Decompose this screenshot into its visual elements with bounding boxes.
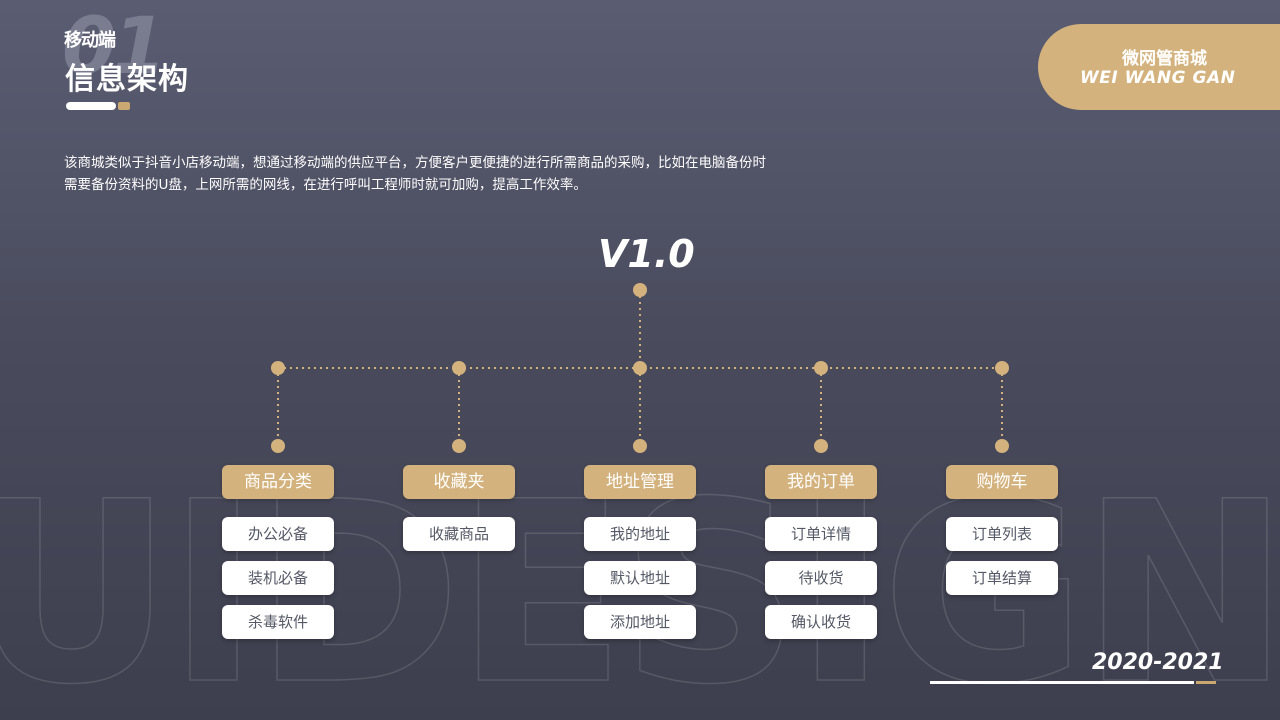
feature-node: 订单结算 <box>946 561 1058 595</box>
category-node: 商品分类 <box>222 465 334 499</box>
version-label: V1.0 <box>598 232 695 276</box>
connector-dot <box>814 361 828 375</box>
connector-dot <box>633 283 647 297</box>
footer-line-accent <box>1196 681 1216 684</box>
section-number: 01 <box>62 2 167 92</box>
feature-node: 添加地址 <box>584 605 696 639</box>
feature-node: 收藏商品 <box>403 517 515 551</box>
connector-dot <box>995 361 1009 375</box>
feature-node: 订单列表 <box>946 517 1058 551</box>
connector-dot <box>633 439 647 453</box>
feature-node: 装机必备 <box>222 561 334 595</box>
description-line: 该商城类似于抖音小店移动端，想通过移动端的供应平台，方便客户更便捷的进行所需商品… <box>64 155 766 171</box>
description: 该商城类似于抖音小店移动端，想通过移动端的供应平台，方便客户更便捷的进行所需商品… <box>64 152 894 196</box>
title-underline <box>66 102 116 110</box>
feature-node: 我的地址 <box>584 517 696 551</box>
feature-node: 杀毒软件 <box>222 605 334 639</box>
connector-dot <box>271 361 285 375</box>
brand-name-en: WEI WANG GAN <box>1080 68 1236 88</box>
connector-dot <box>633 361 647 375</box>
feature-node: 默认地址 <box>584 561 696 595</box>
connector-dot <box>271 439 285 453</box>
year-range: 2020-2021 <box>1092 650 1224 675</box>
feature-node: 办公必备 <box>222 517 334 551</box>
brand-badge <box>1038 24 1280 110</box>
feature-node: 待收货 <box>765 561 877 595</box>
feature-node: 订单详情 <box>765 517 877 551</box>
connector-dot <box>452 439 466 453</box>
category-node: 购物车 <box>946 465 1058 499</box>
connector-dot <box>814 439 828 453</box>
brand-name-cn: 微网管商城 <box>1122 49 1207 69</box>
title-underline-accent <box>118 102 130 110</box>
connector-dot <box>995 439 1009 453</box>
footer-line <box>930 681 1194 684</box>
category-node: 我的订单 <box>765 465 877 499</box>
description-line: 需要备份资料的U盘，上网所需的网线，在进行呼叫工程师时就可加购，提高工作效率。 <box>64 177 587 193</box>
page-title: 信息架构 <box>65 62 189 97</box>
section-subtitle: 移动端 <box>64 30 116 51</box>
feature-node: 确认收货 <box>765 605 877 639</box>
category-node: 收藏夹 <box>403 465 515 499</box>
connector-dot <box>452 361 466 375</box>
category-node: 地址管理 <box>584 465 696 499</box>
